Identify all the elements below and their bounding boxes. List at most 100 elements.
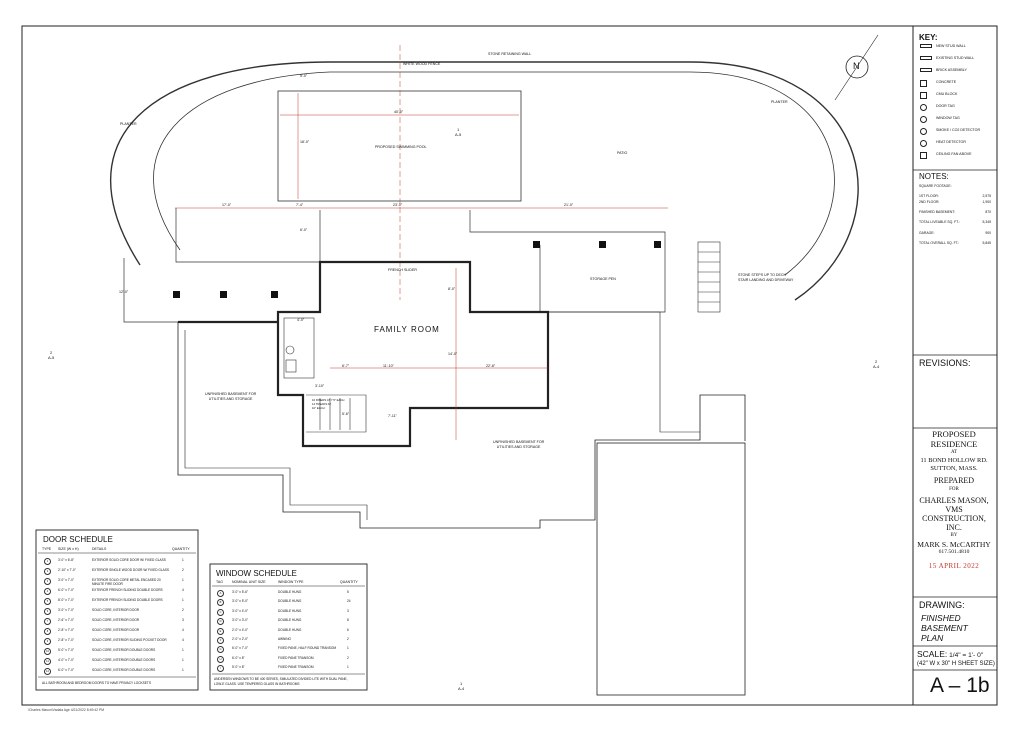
door-row-size: 6'-0" x 7'-0" bbox=[58, 668, 75, 672]
door-row-size: 3'-0" x 7'-0" bbox=[58, 578, 75, 582]
sheet-number: A – 1b bbox=[930, 674, 990, 697]
dim-17-0: 17'-0" bbox=[222, 203, 232, 207]
door-row-details: SOLID CORE, INTERIOR DOUBLE DOORS bbox=[92, 648, 156, 652]
key-title: KEY: bbox=[919, 33, 938, 42]
section-tag-top-num: 1 bbox=[457, 127, 460, 132]
door-row-qty: 4 bbox=[182, 628, 184, 632]
door-row-size: 4'-0" x 7'-0" bbox=[58, 658, 75, 662]
window-row-tag: C bbox=[217, 608, 224, 616]
window-row-tag: F bbox=[217, 637, 224, 644]
notes-row-label: SQUARE FOOTAGE: bbox=[919, 184, 952, 188]
window-schedule-note: ANDERSEN WINDOWS TO BE 400 SERIES, SIMUL… bbox=[214, 677, 348, 687]
patio-label: PATIO bbox=[617, 151, 628, 155]
door-row-qty: 2 bbox=[182, 568, 184, 572]
key-item-label: HEAT DETECTOR bbox=[936, 140, 966, 144]
door-row-tag: 10 bbox=[44, 648, 51, 655]
door-row-details: EXTERIOR SINGLE WOOD DOOR W/ FIXED GLASS bbox=[92, 568, 170, 572]
notes-row-value: 900 bbox=[985, 231, 991, 235]
deck-posts bbox=[173, 241, 661, 298]
window-row-size: 3'-0" x 5'-0" bbox=[232, 599, 249, 604]
window-row-tag: I bbox=[217, 665, 224, 673]
section-tag-right-sheet: A-4 bbox=[873, 364, 880, 369]
door-row-details: SOLID CORE, INTERIOR DOOR bbox=[92, 628, 140, 632]
door-row-size: 3'-0" x 6'-8" bbox=[58, 558, 75, 562]
window-row-qty: 24 bbox=[347, 599, 351, 604]
plot-footer: \Charles Mason\Vadala Age 4/21/2022 8:49… bbox=[28, 708, 105, 712]
notes-row: TOTAL OVERALL SQ. FT.:5,845 bbox=[919, 241, 991, 245]
notes-row: TOTAL LIVEABLE SQ. FT.:5,345 bbox=[919, 220, 991, 224]
stone-wall-label: STONE RETAINING WALL bbox=[488, 52, 532, 56]
proposed-swimming-pool bbox=[277, 45, 522, 300]
key-symbol-icon bbox=[920, 44, 932, 48]
project-line-1: PROPOSED bbox=[932, 429, 976, 439]
client-line-2: VMS bbox=[945, 505, 963, 514]
notes-row-value: 5,345 bbox=[982, 220, 992, 224]
stone-steps-line-2: STAIR LANDING AND DRIVEWAY bbox=[738, 278, 794, 282]
key-symbol-icon bbox=[920, 92, 927, 99]
section-tag-bottom: 1 A-4 bbox=[458, 681, 464, 691]
drawing-name-line-2: BASEMENT PLAN bbox=[921, 623, 968, 643]
dim-8-0: 8'-0" bbox=[448, 287, 456, 291]
door-row-size: 8'-0" x 7'-0" bbox=[58, 598, 75, 602]
door-row-qty: 1 bbox=[182, 648, 184, 652]
dim-5-6: 5'-6" bbox=[342, 412, 350, 416]
window-row-qty: 1 bbox=[347, 665, 349, 670]
title-by: BY bbox=[950, 533, 958, 538]
door-row-size: 2'-8" x 7'-0" bbox=[58, 628, 75, 632]
basement-foundation-walls bbox=[177, 260, 746, 696]
door-row-details: EXTERIOR SOLID CORE DOOR W/ FIXED GLASS bbox=[92, 558, 166, 562]
notes-row: GARAGE: 900 bbox=[919, 231, 991, 235]
title-for: FOR bbox=[949, 487, 959, 492]
window-row-size: 3'-0" x 4'-0" bbox=[232, 608, 249, 613]
client-line-3: CONSTRUCTION, bbox=[922, 514, 986, 523]
window-row-tag: E bbox=[217, 627, 224, 635]
door-row-tag: 12 bbox=[44, 668, 51, 675]
fence-label: WHITE WOOD FENCE bbox=[403, 62, 441, 66]
window-row-qty: 5 bbox=[347, 590, 349, 594]
section-tag-left-num: 2 bbox=[50, 350, 53, 355]
stone-steps-label: STONE STEPS UP TO DECK STAIR LANDING AND… bbox=[738, 273, 793, 283]
window-header-qty: QUANTITY bbox=[340, 580, 358, 584]
door-row-details: SOLID CORE, INTERIOR DOUBLE DOORS bbox=[92, 658, 156, 662]
key-item-label: DOOR TAG bbox=[936, 104, 955, 108]
window-row-type: DOUBLE HUNG bbox=[278, 618, 302, 623]
door-row-size: 5'-0" x 7'-0" bbox=[58, 648, 75, 652]
window-row-tag: H bbox=[217, 655, 224, 663]
window-row-size: 2'-0" x 2'-0" bbox=[232, 637, 249, 641]
door-row-details: SOLID CORE, INTERIOR DOOR bbox=[92, 608, 140, 612]
door-row-qty: 1 bbox=[182, 578, 184, 582]
window-row-type: DOUBLE HUNG bbox=[278, 599, 302, 604]
unfinished-right-line-2: UTILITIES AND STORAGE bbox=[496, 445, 541, 449]
door-header-type: TYPE bbox=[42, 547, 52, 551]
address-line-2: SUTTON, MASS. bbox=[930, 465, 978, 472]
key-symbol-icon bbox=[920, 104, 927, 111]
drawing-label: DRAWING: bbox=[919, 600, 965, 610]
door-row-details: EXTERIOR FRENCH SLIDING DOUBLE DOORS bbox=[92, 588, 163, 592]
dim-7-11: 7'-11" bbox=[388, 414, 397, 418]
window-header-size: NOMINAL UNIT SIZE bbox=[232, 580, 266, 584]
section-tag-left: 2 A-5 bbox=[48, 350, 54, 360]
notes-row-label: GARAGE: bbox=[919, 231, 935, 235]
stair-note-line-1: 16 RISERS AT 7.5" EACH bbox=[312, 398, 345, 402]
stone-retaining-wall bbox=[110, 61, 859, 301]
window-row-type: DOUBLE HUNG bbox=[278, 608, 302, 613]
scale-value: 1/4" = 1'- 0" bbox=[949, 652, 984, 659]
drawing-name: FINISHED BASEMENT PLAN bbox=[921, 613, 991, 643]
door-schedule-note: ALL BATHROOM AND BEDROOM DOORS TO HAVE P… bbox=[42, 681, 151, 685]
dim-pool-width: 40'-0" bbox=[394, 110, 404, 114]
window-row-qty: 8 bbox=[347, 618, 349, 623]
door-row-tag: 8 bbox=[44, 628, 51, 635]
window-schedule-box bbox=[209, 563, 368, 691]
window-schedule-title: WINDOW SCHEDULE bbox=[216, 569, 297, 578]
french-slider-label: FRENCH SLIDER bbox=[388, 268, 417, 272]
notes-row: 1ST FLOOR:2,575 bbox=[919, 194, 991, 198]
door-row-tag: 6 bbox=[44, 608, 51, 615]
window-row-type: AWNING bbox=[278, 637, 291, 641]
notes-title: NOTES: bbox=[919, 172, 949, 181]
section-tag-top-sheet: A-5 bbox=[455, 132, 462, 137]
door-row-details: SOLID CORE, INTERIOR DOUBLE DOORS bbox=[92, 668, 156, 672]
key-symbol-icon bbox=[920, 68, 932, 72]
window-note-line-1: ANDERSEN WINDOWS TO BE 400 SERIES, SIMUL… bbox=[214, 677, 348, 681]
door-row-tag: 2 bbox=[44, 568, 51, 575]
designer-phone: 617.501.4810 bbox=[938, 549, 970, 555]
